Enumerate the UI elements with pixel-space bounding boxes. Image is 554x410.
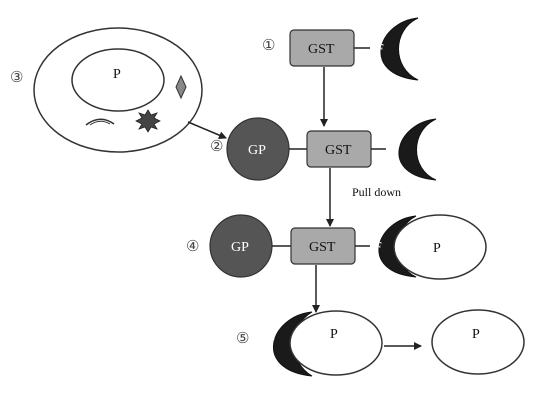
step4-group: ④ GP GST F P [186, 214, 487, 280]
f-label-step1: F [376, 42, 384, 57]
step3-cell-group: ③ P [10, 27, 203, 153]
gst-label-step1: GST [308, 42, 335, 57]
f-label-step2: F [392, 143, 400, 158]
nucleus-protein-label: P [113, 67, 121, 82]
step1-group: ① GST F [262, 17, 419, 81]
step5-group: ⑤ F P P [236, 309, 525, 377]
gst-label-step2: GST [325, 143, 352, 158]
p-label-step5-bound: P [330, 327, 338, 342]
p-label-step4: P [433, 241, 441, 256]
diamond-protein [175, 74, 187, 100]
step4-label: ④ [186, 239, 199, 255]
pull-down-label: Pull down [352, 185, 401, 199]
f-label-step5: F [268, 332, 276, 347]
p-label-released: P [472, 327, 480, 342]
star-protein [135, 109, 161, 133]
f-crescent-step2 [398, 118, 437, 181]
gst-label-step4: GST [309, 240, 336, 255]
f-label-step4: F [374, 240, 382, 255]
step2-label: ② [210, 139, 223, 155]
p-protein-step5-bound [289, 310, 383, 376]
p-protein-released [431, 309, 525, 375]
nucleus [71, 48, 165, 112]
arrow-cell-to-gp [187, 121, 227, 139]
step1-label: ① [262, 38, 275, 54]
step3-label: ③ [10, 70, 23, 86]
gp-label-step2: GP [248, 143, 266, 158]
arc-protein-inner [89, 120, 111, 126]
f-crescent-step1 [380, 17, 419, 81]
arc-protein [85, 118, 115, 126]
step5-label: ⑤ [236, 331, 249, 347]
step2-group: ② GP GST F [210, 117, 437, 181]
gp-label-step4: GP [231, 240, 249, 255]
p-protein-step4 [393, 214, 487, 280]
